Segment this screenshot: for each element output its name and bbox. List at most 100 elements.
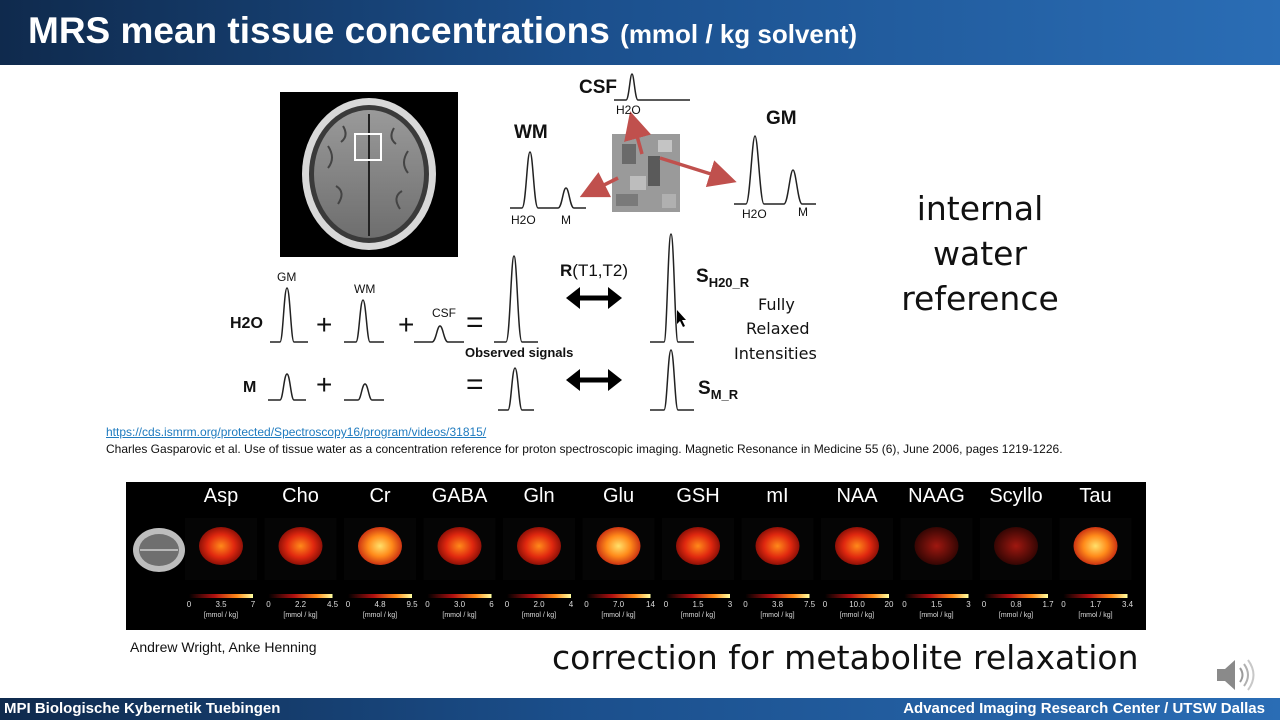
colorbar-tick-label: 3.0	[454, 600, 466, 609]
title-bar: MRS mean tissue concentrations (mmol / k…	[0, 0, 1280, 65]
wm-small-label: WM	[354, 282, 375, 296]
metabolite-name: GSH	[676, 485, 719, 507]
colorbar-tick-label: 3.8	[772, 600, 784, 609]
concentration-map	[437, 527, 482, 565]
relaxation-correction-text: correction for metabolite relaxation	[552, 638, 1139, 677]
colorbar	[507, 594, 571, 598]
reference-citation: Charles Gasparovic et al. Use of tissue …	[106, 442, 1063, 456]
internal-water-reference-text: internal water reference	[890, 186, 1070, 321]
colorbar-tick-label: 4.8	[374, 600, 386, 609]
concentration-map	[517, 527, 561, 565]
colorbar	[1063, 594, 1128, 598]
concentration-map	[994, 527, 1038, 565]
csf-spectrum	[614, 73, 690, 101]
side-text-line-2: water	[932, 234, 1028, 273]
wm-metabolite-peak	[344, 383, 384, 401]
observed-water-peak	[494, 255, 538, 343]
colorbar-tick-label: 0	[743, 600, 748, 609]
colorbar	[984, 594, 1048, 598]
metabolite-name: NAA	[836, 485, 878, 507]
concentration-map	[358, 527, 402, 565]
footer-bar: MPI Biologische Kybernetik Tuebingen Adv…	[0, 698, 1280, 720]
metabolite-name: NAAG	[908, 485, 965, 507]
slide-title: MRS mean tissue concentrations (mmol / k…	[28, 10, 857, 52]
colorbar-tick-label: 0	[187, 600, 192, 609]
colorbar-tick-label: 0.8	[1010, 600, 1022, 609]
colorbar-tick-label: 20	[885, 600, 894, 609]
colorbar-tick-label: 3	[728, 600, 733, 609]
colorbar	[586, 594, 651, 598]
equals-sign-2: =	[466, 368, 484, 401]
voxel-image	[612, 134, 680, 212]
side-text-line-3: reference	[901, 279, 1059, 318]
row-h2o-label: H2O	[230, 315, 263, 332]
colorbar-tick-label: 3.4	[1122, 600, 1134, 609]
colorbar-tick-label: 1.5	[931, 600, 943, 609]
authors-credit: Andrew Wright, Anke Henning	[130, 639, 317, 655]
concentration-map	[676, 527, 720, 565]
colorbar-tick-label: 0	[425, 600, 430, 609]
mri-slice-image	[280, 92, 458, 257]
mouse-cursor-icon	[677, 310, 686, 327]
gm-m-label: M	[798, 205, 808, 219]
equals-sign-1: =	[466, 306, 484, 339]
arrow-to-gm	[659, 156, 737, 188]
relaxed-line-3: Intensities	[734, 344, 817, 363]
wm-label: WM	[514, 122, 548, 143]
metabolite-name: GABA	[432, 485, 488, 507]
colorbar-unit-label: [mmol / kg]	[363, 612, 397, 619]
side-text-line-1: internal	[916, 189, 1044, 228]
concentration-map	[914, 527, 959, 565]
colorbar-tick-label: 0	[823, 600, 828, 609]
metabolite-name: Tau	[1079, 485, 1111, 507]
colorbar	[427, 594, 492, 598]
csf-water-peak	[414, 325, 464, 343]
observed-signals-label: Observed signals	[465, 345, 573, 360]
reference-link[interactable]: https://cds.ismrm.org/protected/Spectros…	[106, 425, 487, 439]
gm-small-label: GM	[277, 270, 296, 284]
concentration-map	[278, 527, 323, 565]
colorbar	[825, 594, 889, 598]
metabolite-map-naa: NAA 0 10.0 20 [mmol / kg]	[821, 485, 894, 619]
metabolite-name: Scyllo	[989, 485, 1042, 507]
colorbar-tick-label: 0	[902, 600, 907, 609]
metabolite-name: Asp	[204, 485, 238, 507]
colorbar-tick-label: 10.0	[849, 600, 865, 609]
anatomical-reference-image	[133, 528, 185, 572]
wm-spectrum	[510, 151, 586, 209]
colorbar	[904, 594, 969, 598]
concentration-map	[199, 527, 243, 565]
title-main: MRS mean tissue concentrations	[28, 10, 610, 51]
csf-small-label: CSF	[432, 306, 456, 320]
gm-metabolite-peak	[268, 373, 306, 401]
speaker-icon[interactable]	[1213, 655, 1257, 695]
plus-sign-3: +	[316, 369, 332, 400]
footer-institution-right: Advanced Imaging Research Center / UTSW …	[903, 700, 1265, 717]
colorbar-unit-label: [mmol / kg]	[601, 612, 635, 619]
colorbar-unit-label: [mmol / kg]	[283, 612, 317, 619]
colorbar-unit-label: [mmol / kg]	[522, 612, 556, 619]
colorbar-tick-label: 0	[1061, 600, 1066, 609]
relaxed-line-1: Fully	[758, 295, 795, 314]
double-arrow-h2o	[566, 287, 622, 309]
concentration-map	[755, 527, 800, 565]
colorbar-tick-label: 7.0	[613, 600, 625, 609]
colorbar-unit-label: [mmol / kg]	[442, 612, 476, 619]
colorbar-tick-label: 0	[346, 600, 351, 609]
colorbar-unit-label: [mmol / kg]	[840, 612, 874, 619]
arrow-to-wm	[579, 172, 619, 198]
concentration-map	[835, 527, 879, 565]
relaxed-metabolite-peak	[650, 349, 694, 411]
metabolite-name: Glu	[603, 485, 634, 507]
relaxed-line-2: Relaxed	[746, 319, 809, 338]
colorbar-tick-label: 3.5	[215, 600, 227, 609]
plus-sign-1: +	[316, 309, 332, 340]
